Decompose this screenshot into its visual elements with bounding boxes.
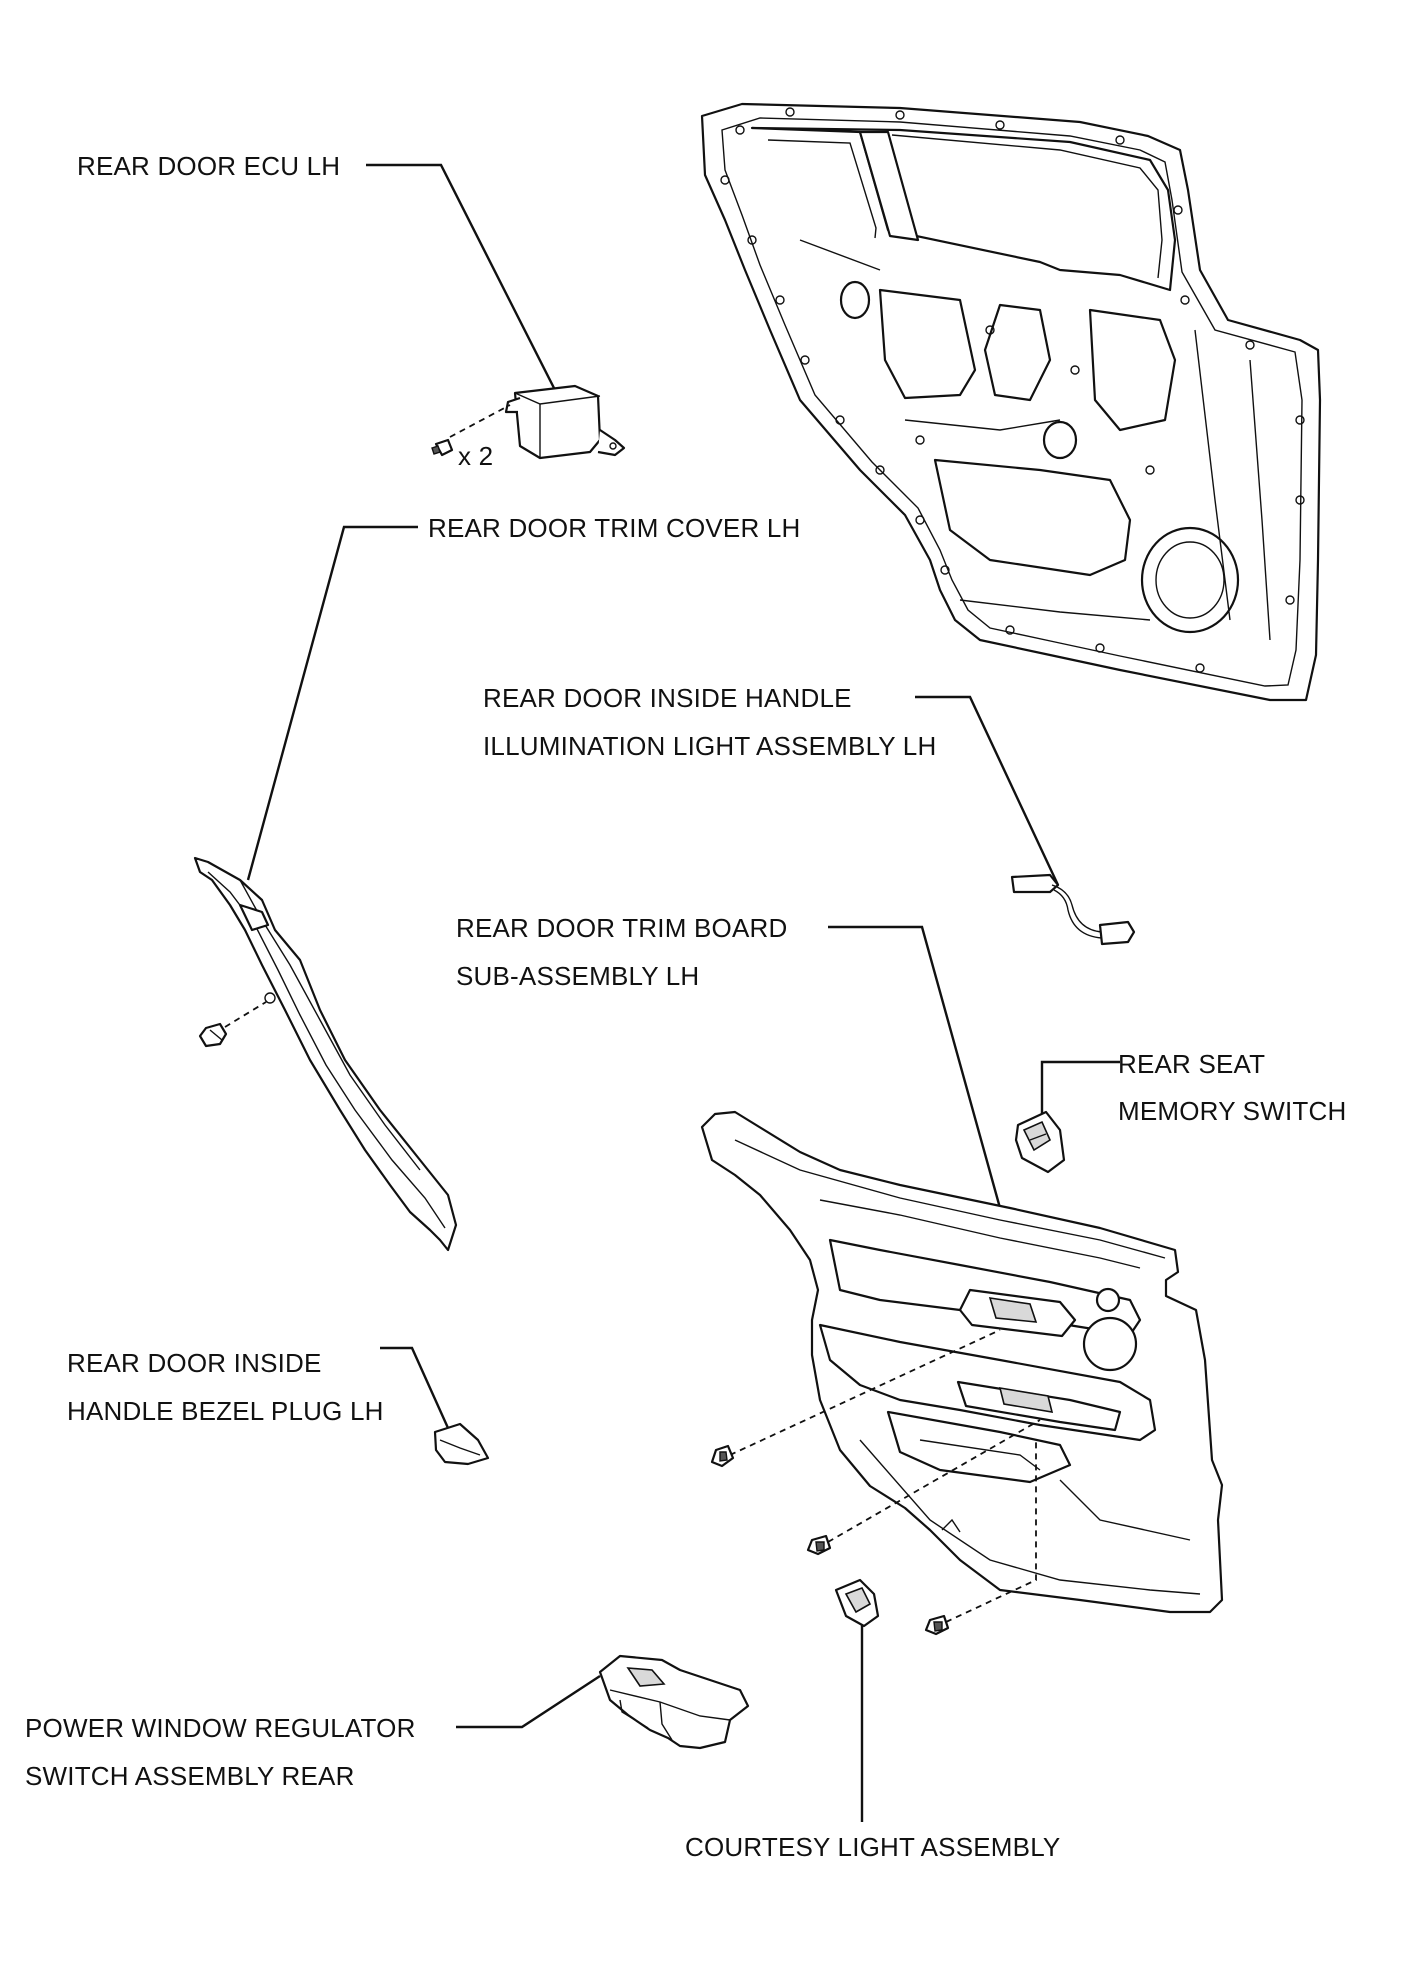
rear-door-ecu-drawing (366, 163, 626, 460)
label-memory-switch-line2: MEMORY SWITCH (1118, 1096, 1347, 1126)
label-power-window-line2: SWITCH ASSEMBLY REAR (25, 1761, 355, 1791)
label-bezel-plug-line1: REAR DOOR INSIDE (67, 1348, 322, 1378)
memory-switch-drawing (1014, 1060, 1120, 1174)
label-rear-door-trim-cover: REAR DOOR TRIM COVER LH (428, 513, 801, 543)
label-illumination-light-line1: REAR DOOR INSIDE HANDLE (483, 683, 852, 713)
label-courtesy-light: COURTESY LIGHT ASSEMBLY (685, 1832, 1061, 1862)
rear-door-trim-cover-drawing (193, 525, 458, 1252)
rear-door-trim-board-drawing (700, 925, 1224, 1636)
label-trim-board-line1: REAR DOOR TRIM BOARD (456, 913, 788, 943)
label-memory-switch-line1: REAR SEAT (1118, 1049, 1266, 1079)
label-ecu-quantity: x 2 (458, 441, 494, 471)
illumination-light-drawing (915, 695, 1136, 946)
rear-door-frame-drawing (700, 102, 1322, 702)
bezel-plug-drawing (380, 1346, 490, 1466)
label-trim-board-line2: SUB-ASSEMBLY LH (456, 961, 700, 991)
label-rear-door-ecu: REAR DOOR ECU LH (77, 151, 341, 181)
label-power-window-line1: POWER WINDOW REGULATOR (25, 1713, 416, 1743)
label-illumination-light-line2: ILLUMINATION LIGHT ASSEMBLY LH (483, 731, 937, 761)
power-window-switch-drawing (456, 1654, 750, 1750)
courtesy-light-drawing (834, 1578, 880, 1822)
label-bezel-plug-line2: HANDLE BEZEL PLUG LH (67, 1396, 384, 1426)
